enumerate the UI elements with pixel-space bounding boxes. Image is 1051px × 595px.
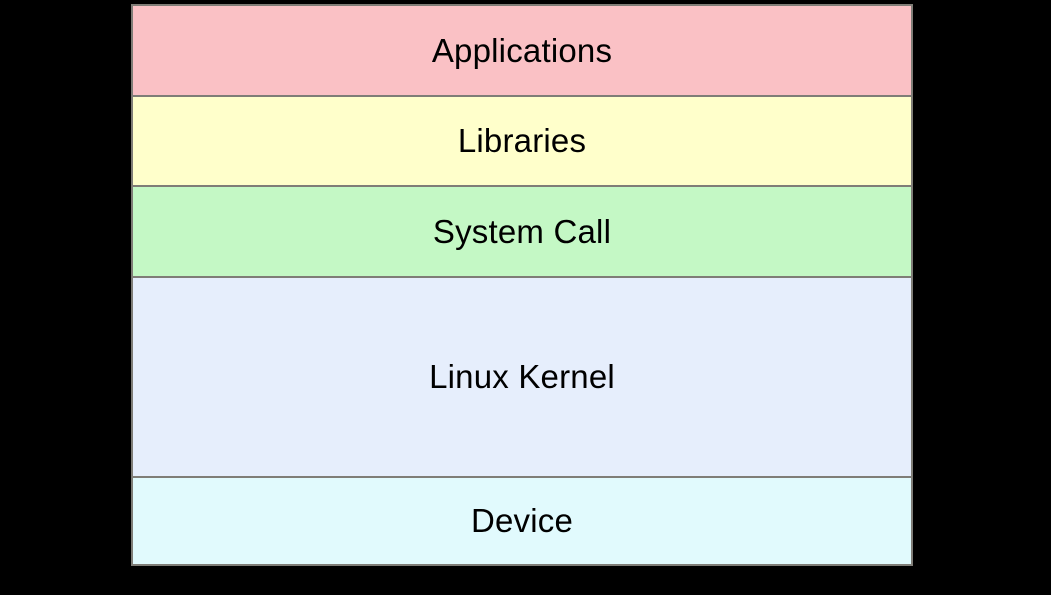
layer-system-call-label: System Call <box>432 212 612 250</box>
layer-system-call: System Call <box>133 187 911 278</box>
layer-device-label: Device <box>470 502 574 539</box>
layer-device: Device <box>133 478 911 564</box>
layer-applications: Applications <box>133 6 911 97</box>
linux-architecture-layer-diagram: Applications Libraries System Call Linux… <box>131 4 913 566</box>
layer-libraries-label: Libraries <box>457 122 587 159</box>
layer-applications-label: Applications <box>431 31 613 69</box>
layer-linux-kernel-label: Linux Kernel <box>429 358 615 395</box>
layer-linux-kernel: Linux Kernel <box>133 278 911 478</box>
layer-libraries: Libraries <box>133 97 911 187</box>
